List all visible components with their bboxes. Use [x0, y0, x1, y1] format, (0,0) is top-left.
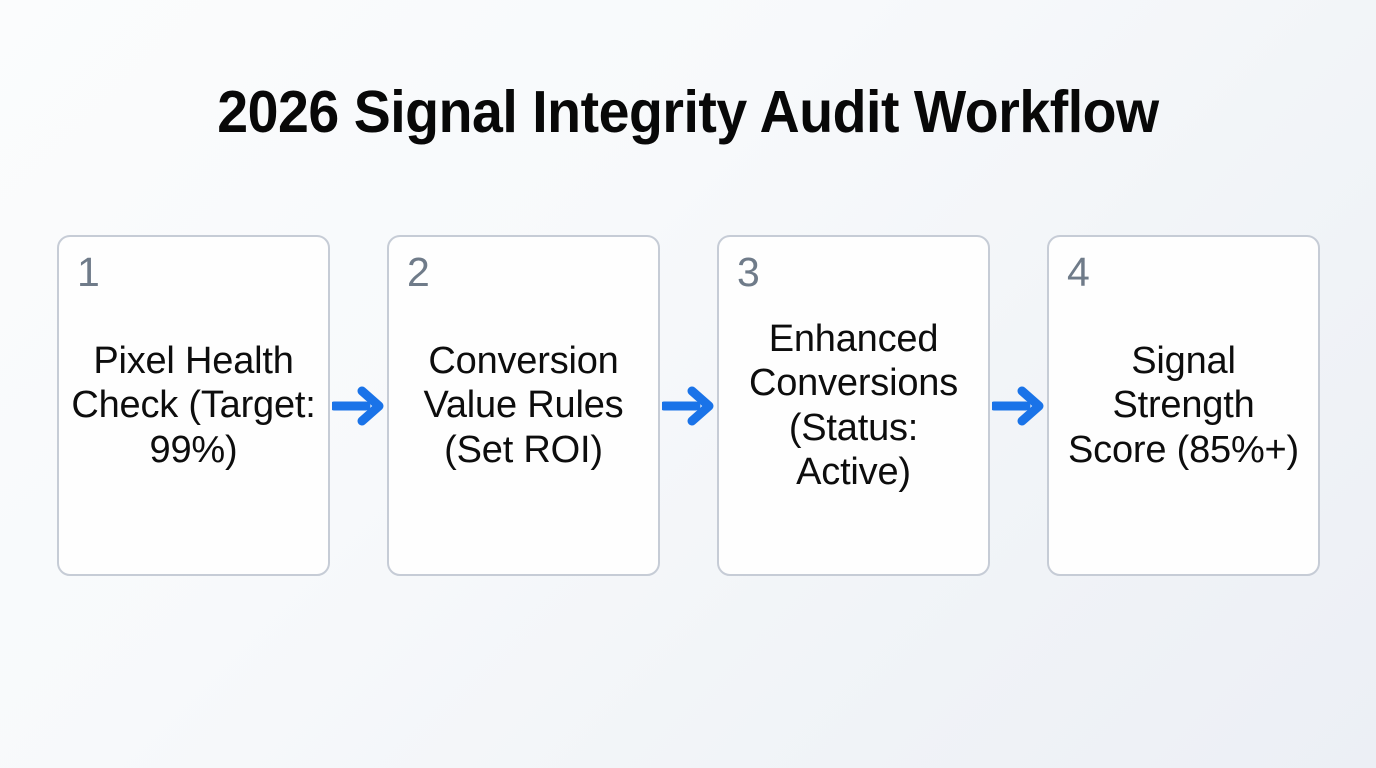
step-label-2: Conversion Value Rules (Set ROI) [423, 340, 624, 471]
arrow-right-icon [331, 386, 383, 425]
step-number-3: 3 [737, 249, 761, 295]
step-number-4: 4 [1067, 249, 1091, 295]
workflow-step-card-1[interactable]: 1 Pixel Health Check (Target: 99%) [57, 235, 330, 576]
arrow-right-icon [661, 386, 713, 425]
workflow-step-row: 1 Pixel Health Check (Target: 99%) 2 Con… [57, 235, 1320, 576]
connector-2-to-3 [660, 235, 717, 576]
step-label-1: Pixel Health Check (Target: 99%) [71, 340, 316, 471]
connector-3-to-4 [990, 235, 1047, 576]
arrow-right-icon [991, 386, 1043, 425]
step-number-1: 1 [77, 249, 101, 295]
connector-1-to-2 [330, 235, 387, 576]
workflow-step-card-2[interactable]: 2 Conversion Value Rules (Set ROI) [387, 235, 660, 576]
page-title: 2026 Signal Integrity Audit Workflow [217, 79, 1159, 145]
step-number-2: 2 [407, 249, 431, 295]
step-label-3: Enhanced Conversions (Status: Active) [748, 317, 958, 493]
workflow-step-card-4[interactable]: 4 Signal Strength Score (85%+) [1047, 235, 1320, 576]
step-label-4: Signal Strength Score (85%+) [1068, 340, 1299, 471]
workflow-step-card-3[interactable]: 3 Enhanced Conversions (Status: Active) [717, 235, 990, 576]
